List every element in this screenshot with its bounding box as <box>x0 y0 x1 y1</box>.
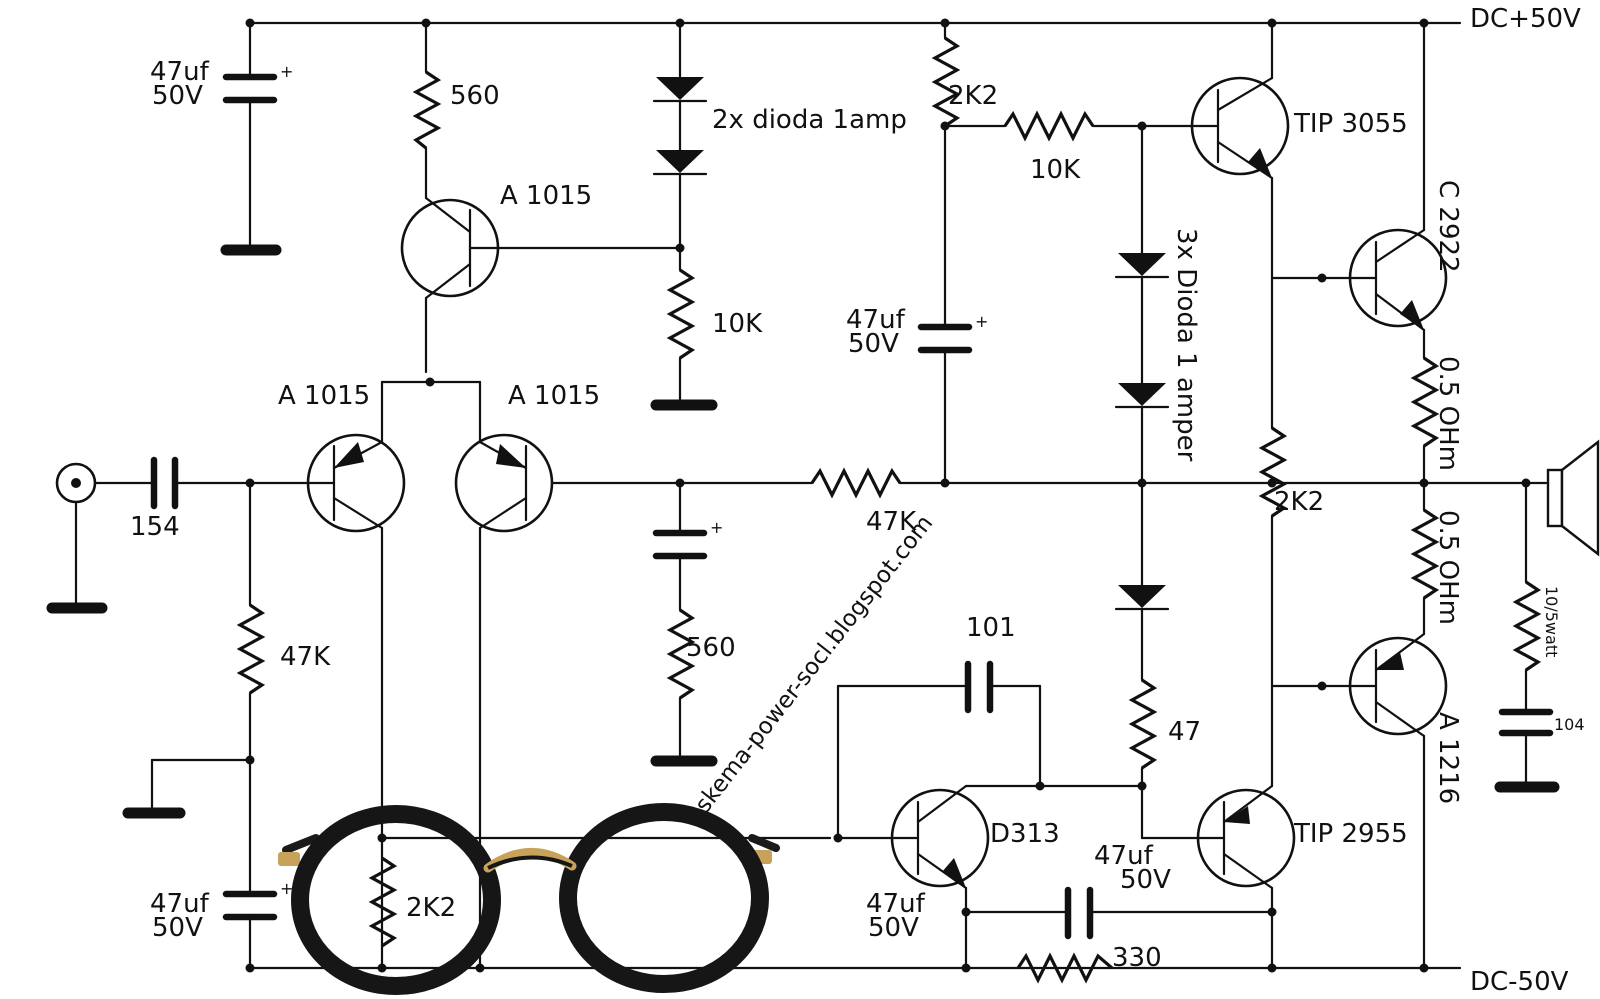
label-q-d313: D313 <box>990 819 1060 849</box>
label-c-top-left-voltage: 50V <box>152 81 203 111</box>
label-c-bot-left-value: 47uf <box>150 889 210 919</box>
resistor-47 <box>1128 678 1158 788</box>
resistor-560-mid <box>650 608 718 767</box>
label-diodes-3x: 3x Dioda 1 amper <box>1171 228 1201 462</box>
speaker-icon <box>1546 439 1600 557</box>
resistor-330 <box>1016 952 1114 984</box>
resistor-0p5-bottom <box>1410 508 1440 636</box>
label-c-top-left-value: 47uf <box>150 57 210 87</box>
resistor-2k2-right <box>1258 426 1288 518</box>
capacitor-bootstrap-47uf: + <box>917 124 988 485</box>
label-q-tip2955: TIP 2955 <box>1293 819 1408 849</box>
transistor-a1015-diff-right <box>454 433 554 533</box>
diode-string-3x <box>1114 124 1170 682</box>
resistor-zobel <box>1512 481 1542 712</box>
transistor-a1015-diff-left <box>306 433 406 533</box>
label-c-boot-voltage: 50V <box>1120 865 1171 895</box>
resistor-2k2-bottom <box>368 856 398 948</box>
label-r47k-bias: 47K <box>280 642 331 672</box>
svg-text:+: + <box>710 518 723 537</box>
capacitor-input-154 <box>150 456 179 510</box>
capacitor-decoupling-top: + <box>220 21 293 256</box>
label-r560-top: 560 <box>450 81 500 111</box>
label-q-a1216: A 1216 <box>1433 712 1463 804</box>
diode-string-2x <box>652 21 708 272</box>
label-r2k2-right: 2K2 <box>1274 487 1324 517</box>
resistor-10k-top <box>1003 110 1095 142</box>
label-r-zobel: 10/5watt <box>1542 586 1561 657</box>
label-r2k2-top: 2K2 <box>948 81 998 111</box>
resistor-10k-left <box>650 268 718 411</box>
label-q-c2922: C 2922 <box>1433 180 1463 273</box>
label-c-mid-value: 47uf <box>846 305 906 335</box>
label-r47k-fb: 47K <box>866 507 917 537</box>
label-r560-mid: 560 <box>686 633 736 663</box>
label-q-diff-left: A 1015 <box>278 381 370 411</box>
label-rail-positive: DC+50V <box>1470 4 1581 34</box>
svg-text:+: + <box>975 312 988 331</box>
capacitor-zobel <box>1494 708 1560 793</box>
label-r330: 330 <box>1112 943 1162 973</box>
label-r10k-left: 10K <box>712 309 763 339</box>
label-c-zobel: 104 <box>1554 715 1585 734</box>
capacitor-decoupling-bottom: + <box>222 879 293 970</box>
label-diodes-2x: 2x dioda 1amp <box>712 105 907 135</box>
resistor-47k-bias <box>236 481 266 896</box>
label-c-in: 154 <box>130 512 180 542</box>
watermark-text: skema-power-socl.blogspot.com <box>690 510 938 817</box>
transistor-a1015-current-source <box>400 196 500 374</box>
capacitor-101 <box>964 660 994 714</box>
label-c-boot-value: 47uf <box>1094 841 1154 871</box>
resistor-560-top <box>412 21 442 200</box>
label-c-101: 101 <box>966 613 1016 643</box>
resistor-47k-feedback <box>810 467 1548 499</box>
svg-text:+: + <box>280 62 293 81</box>
transistor-d313 <box>890 784 990 890</box>
label-c-d313-voltage: 50V <box>868 913 919 943</box>
label-c-mid-voltage: 50V <box>848 329 899 359</box>
label-r05-bot: 0.5 OHm <box>1433 510 1463 625</box>
eyeglasses-icon <box>278 803 780 995</box>
transistor-tip3055 <box>1188 76 1290 180</box>
transistor-tip2955 <box>1140 784 1296 890</box>
resistor-0p5-top <box>1410 356 1440 512</box>
svg-text:+: + <box>280 879 293 898</box>
label-q-tip3055: TIP 3055 <box>1293 109 1408 139</box>
input-jack <box>46 462 108 614</box>
label-c-bot-left-voltage: 50V <box>152 913 203 943</box>
label-r2k2-bottom: 2K2 <box>406 893 456 923</box>
transistor-c2922 <box>1320 228 1448 332</box>
capacitor-feedback-47uf: + <box>652 481 723 612</box>
capacitor-d313-47uf <box>1064 886 1094 940</box>
label-c-d313-value: 47uf <box>866 889 926 919</box>
transistor-a1216 <box>1320 632 1448 738</box>
junction-dots <box>245 18 1531 973</box>
label-r05-top: 0.5 OHm <box>1433 356 1463 471</box>
label-r10k-top: 10K <box>1030 155 1081 185</box>
label-rail-negative: DC-50V <box>1470 967 1569 997</box>
label-q-top: A 1015 <box>500 181 592 211</box>
label-r47: 47 <box>1168 717 1201 747</box>
label-q-diff-right: A 1015 <box>508 381 600 411</box>
